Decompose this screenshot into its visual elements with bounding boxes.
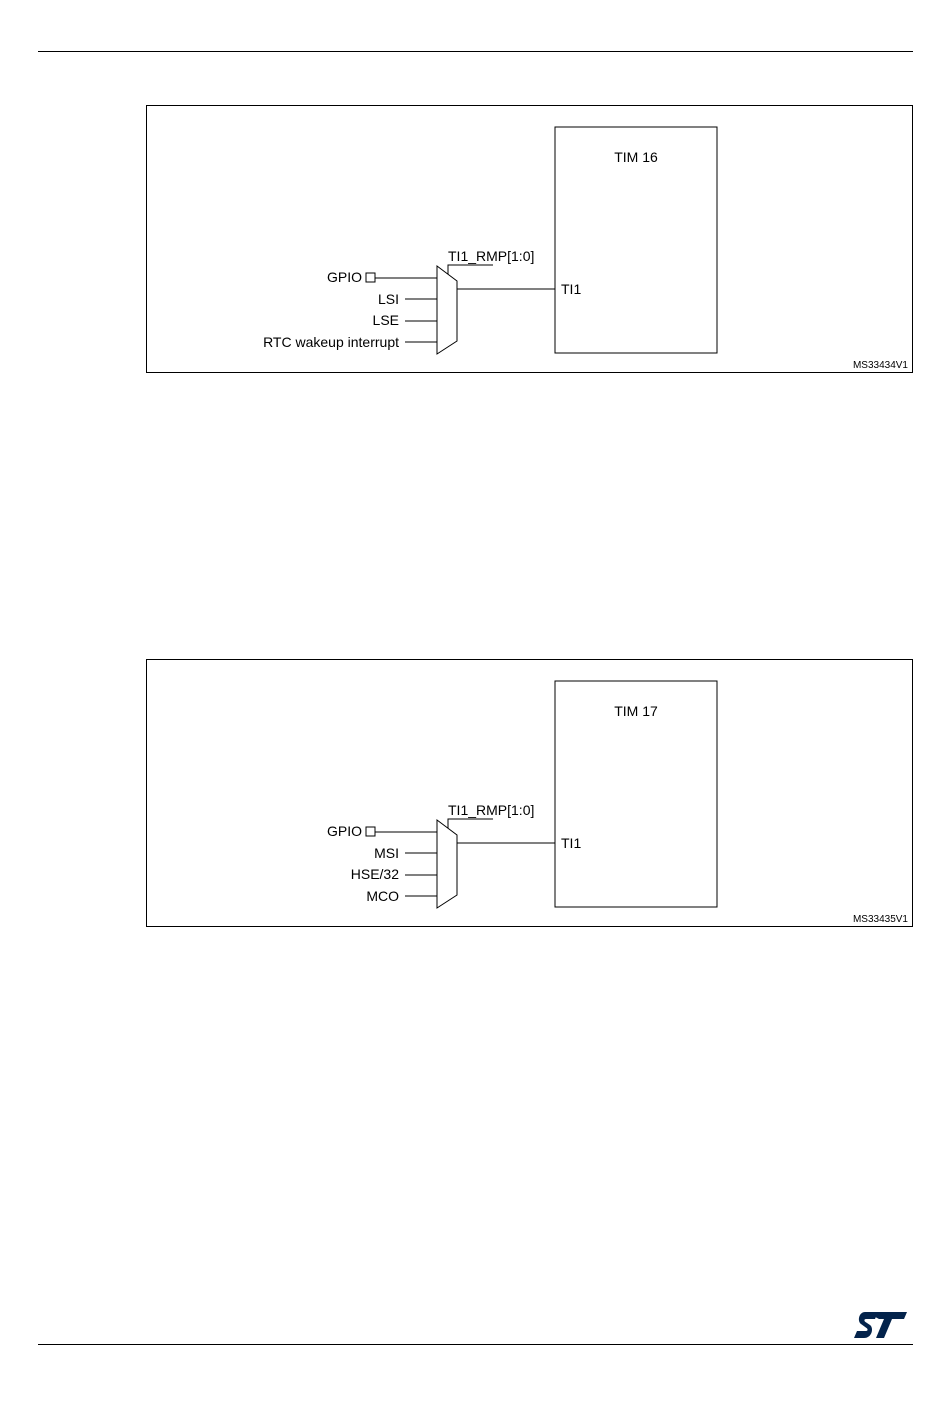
diagram-tim16: TIM 16 TI1 TI1_RMP[1:0] GPIO LSI LSE RTC… [147,106,914,374]
timer-label: TIM 16 [614,149,658,165]
gpio-pin [366,827,375,836]
header-rule [38,51,913,52]
figure-id: MS33434V1 [853,360,908,371]
timer-input-label: TI1 [561,835,581,851]
input-label-rtc: RTC wakeup interrupt [263,334,399,350]
select-label: TI1_RMP[1:0] [448,248,534,264]
st-logo [852,1310,910,1345]
input-label-mco: MCO [366,888,399,904]
multiplexer [437,266,457,354]
input-label-lsi: LSI [378,291,399,307]
footer-rule [38,1344,913,1345]
timer-input-label: TI1 [561,281,581,297]
input-label-gpio: GPIO [327,823,362,839]
select-line [448,819,493,828]
multiplexer [437,820,457,908]
input-label-msi: MSI [374,845,399,861]
diagram-tim17: TIM 17 TI1 TI1_RMP[1:0] GPIO MSI HSE/32 … [147,660,914,928]
figure-id: MS33435V1 [853,914,908,925]
st-logo-icon [852,1310,910,1340]
figure-tim16: TIM 16 TI1 TI1_RMP[1:0] GPIO LSI LSE RTC… [146,105,913,373]
select-label: TI1_RMP[1:0] [448,802,534,818]
gpio-pin [366,273,375,282]
input-label-lse: LSE [373,312,399,328]
input-label-hse32: HSE/32 [351,866,399,882]
timer-label: TIM 17 [614,703,658,719]
figure-tim17: TIM 17 TI1 TI1_RMP[1:0] GPIO MSI HSE/32 … [146,659,913,927]
select-line [448,265,493,274]
input-label-gpio: GPIO [327,269,362,285]
